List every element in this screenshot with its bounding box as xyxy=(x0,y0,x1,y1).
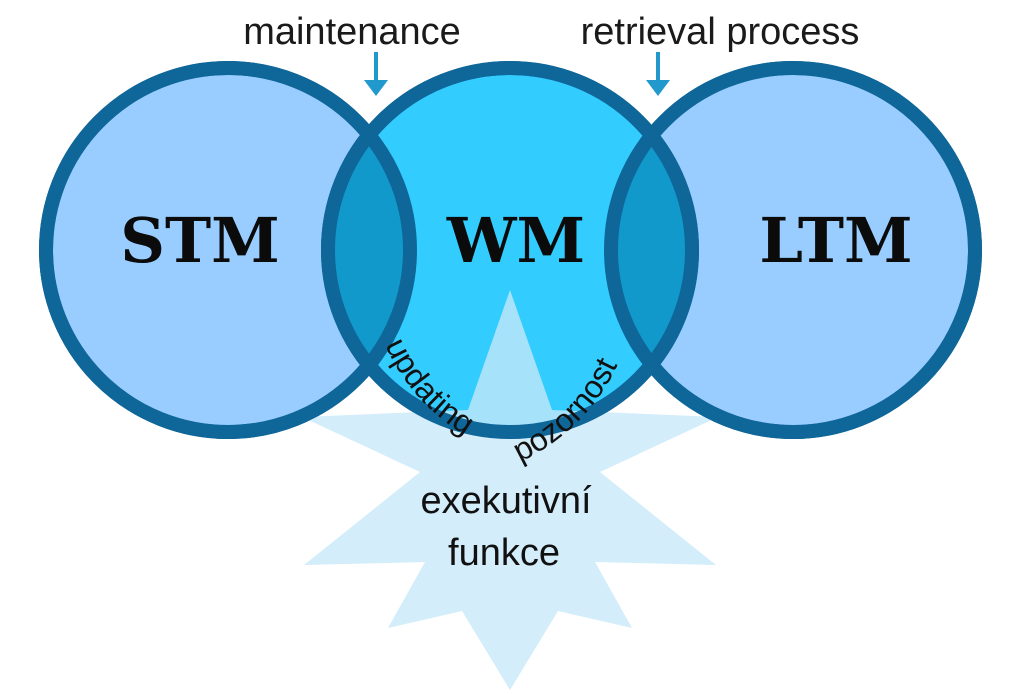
executive-functions-star xyxy=(302,290,718,690)
wm-outline xyxy=(321,61,699,439)
stm-outline xyxy=(39,61,417,439)
executive-functions-line2: funkce xyxy=(448,532,560,574)
retrieval-arrow xyxy=(646,52,670,96)
ltm-label: LTM xyxy=(759,204,912,277)
retrieval-process-label: retrieval process xyxy=(581,11,860,53)
executive-functions-line1: exekutivní xyxy=(420,480,592,522)
maintenance-arrow xyxy=(364,52,388,96)
ltm-outline xyxy=(604,61,982,439)
maintenance-label: maintenance xyxy=(243,11,461,53)
wm-label: WM xyxy=(446,204,585,277)
stm-label: STM xyxy=(120,204,280,277)
